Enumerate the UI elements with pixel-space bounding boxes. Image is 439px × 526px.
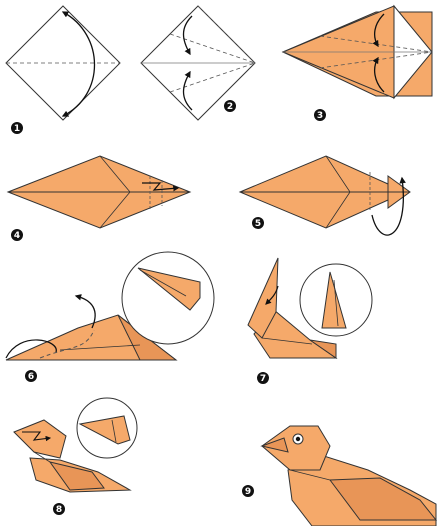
- step-number: 2: [227, 102, 233, 112]
- paper-tail: [309, 339, 337, 359]
- inner-fold: [261, 337, 313, 345]
- step-1: 1: [5, 5, 121, 134]
- detail-neck: [321, 271, 347, 329]
- step-number: 1: [14, 124, 20, 134]
- step-3: 3: [281, 4, 433, 121]
- inner-fold: [325, 155, 351, 193]
- step-badge: [314, 109, 326, 121]
- fold-arrow: [182, 15, 193, 56]
- fold-arrow: [74, 294, 96, 329]
- step-number: 3: [317, 111, 323, 121]
- step-number: 9: [245, 487, 251, 497]
- step-number: 6: [28, 372, 34, 382]
- step-badge: [242, 485, 254, 497]
- fold-arrow: [371, 176, 406, 236]
- zigzag-arrow: [22, 431, 52, 442]
- step-badge: [11, 229, 23, 241]
- bird-wing: [48, 461, 105, 491]
- step-2: 2: [140, 5, 256, 121]
- step-5: 5: [238, 155, 411, 236]
- detail-beak: [137, 267, 201, 311]
- detail-circle: [121, 251, 215, 345]
- step-9: 9: [242, 425, 438, 526]
- step-8: 8: [13, 397, 138, 515]
- fold-arrow: [372, 13, 385, 48]
- inner-fold: [99, 155, 131, 193]
- detail-fold: [139, 269, 187, 297]
- step-badge: [25, 370, 37, 382]
- zigzag-arrow: [142, 182, 180, 192]
- inner-fold: [59, 344, 141, 351]
- step-number: 4: [14, 231, 20, 241]
- step-number: 8: [56, 505, 62, 515]
- neck-fold: [33, 451, 51, 463]
- fold-arrow: [372, 56, 385, 93]
- detail-fold: [333, 279, 339, 327]
- bird-wing: [329, 477, 438, 521]
- fold-arrow: [5, 339, 57, 359]
- neck-fold: [289, 469, 331, 481]
- detail-head: [78, 415, 131, 445]
- fold-line: [39, 329, 95, 359]
- bird-pupil: [295, 436, 301, 442]
- inner-fold: [325, 191, 351, 229]
- paper-neck: [247, 257, 279, 339]
- bird-beak: [260, 437, 289, 453]
- step-6: 6: [5, 251, 215, 382]
- inner-fold: [99, 191, 131, 229]
- step-7: 7: [247, 257, 373, 384]
- step-number: 5: [255, 219, 261, 229]
- step-badge: [11, 122, 23, 134]
- fold-arrow: [61, 11, 95, 117]
- step-4: 4: [6, 155, 192, 241]
- fold-arrow: [182, 70, 193, 111]
- step-badge: [257, 372, 269, 384]
- step-badge: [224, 100, 236, 112]
- step-number: 7: [260, 374, 266, 384]
- step-badge: [53, 503, 65, 515]
- fold-arrow: [265, 285, 279, 305]
- detail-fold: [111, 419, 117, 443]
- step-badge: [252, 217, 264, 229]
